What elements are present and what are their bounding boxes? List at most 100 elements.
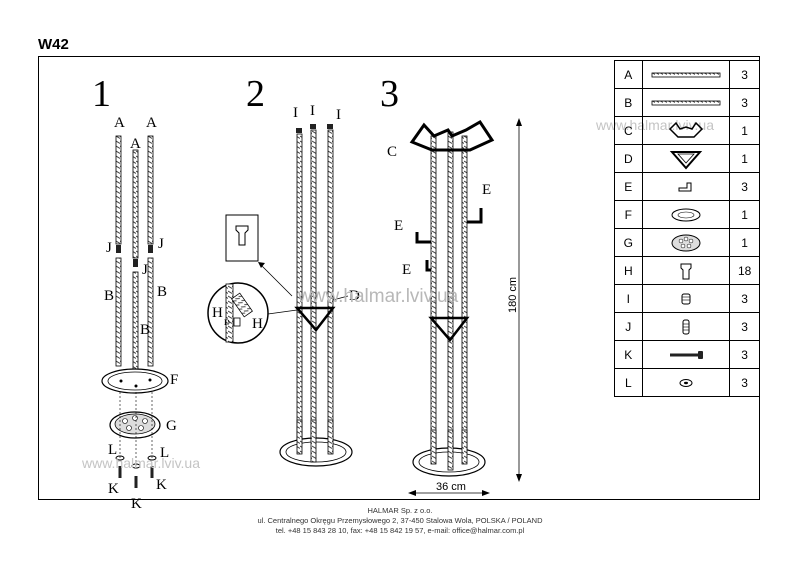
side-hook-icon <box>641 172 731 201</box>
part-quantity: 3 <box>729 88 760 117</box>
label-j: J <box>142 262 148 278</box>
model-number: W42 <box>38 36 69 53</box>
end-cap-i <box>296 128 302 133</box>
end-cap-i <box>310 124 316 129</box>
label-e: E <box>402 262 411 278</box>
step-3-number: 3 <box>380 73 399 115</box>
footer-contact: tel. +48 15 843 28 10, fax: +48 15 842 1… <box>275 526 525 535</box>
part-quantity: 3 <box>729 284 760 313</box>
label-d: D <box>349 288 360 304</box>
label-b: B <box>104 288 114 304</box>
tube-b-middle <box>132 271 139 381</box>
label-e: E <box>482 182 491 198</box>
footer: HALMAR Sp. z o.o. ul. Centralnego Okręgu… <box>0 506 800 536</box>
end-cap-icon <box>641 284 731 313</box>
label-c: C <box>387 144 397 160</box>
drawing-frame <box>38 56 760 500</box>
step-1-number: 1 <box>92 73 111 115</box>
label-k: K <box>156 477 167 493</box>
side-hook-e <box>425 260 431 272</box>
width-dimension: 36 cm <box>436 481 466 493</box>
bolt-k-left <box>118 466 122 478</box>
part-letter: F <box>614 200 643 229</box>
pole-right <box>461 135 468 467</box>
end-cap-i <box>327 124 333 129</box>
part-letter: A <box>614 60 643 89</box>
part-quantity: 1 <box>729 144 760 173</box>
label-j: J <box>158 236 164 252</box>
label-b: B <box>157 284 167 300</box>
part-quantity: 3 <box>729 368 760 397</box>
tube-b-left <box>115 257 122 367</box>
clip-icon <box>641 256 731 285</box>
label-b: B <box>140 322 150 338</box>
label-a: A <box>130 136 141 152</box>
part-quantity: 3 <box>729 172 760 201</box>
triangle-bracket-icon <box>641 144 731 173</box>
long-tube-icon <box>641 88 731 117</box>
base-plate-f <box>101 368 169 394</box>
part-letter: D <box>614 144 643 173</box>
label-k: K <box>131 496 142 512</box>
round-weight-icon <box>641 228 731 257</box>
label-h: H <box>252 316 263 332</box>
side-hook-e <box>415 232 431 244</box>
label-i: I <box>336 107 341 123</box>
part-letter: K <box>614 340 643 369</box>
tube-a-left <box>115 135 122 245</box>
bolt-icon <box>641 340 731 369</box>
label-d-small: D <box>224 318 230 327</box>
connector-j-left <box>116 245 121 253</box>
tube-a-middle <box>132 149 139 259</box>
side-hook-e <box>467 208 483 224</box>
part-letter: C <box>614 116 643 145</box>
watermark: www.halmar.lviv.ua <box>297 286 459 307</box>
part-quantity: 3 <box>729 340 760 369</box>
part-quantity: 3 <box>729 60 760 89</box>
part-quantity: 3 <box>729 312 760 341</box>
connector-icon <box>641 312 731 341</box>
label-i: I <box>293 105 298 121</box>
washer-icon <box>641 368 731 397</box>
connector-j-right <box>148 245 153 253</box>
label-j: J <box>106 240 112 256</box>
footer-address: ul. Centralnego Okręgu Przemysłowego 2, … <box>257 516 543 525</box>
step-1-exploded-view: A A A J J J B B B F G L L K K K <box>101 115 178 512</box>
label-l: L <box>160 445 169 461</box>
label-h: H <box>212 305 223 321</box>
detail-zoom-circle <box>207 282 269 344</box>
part-quantity: 1 <box>729 228 760 257</box>
base-plate-icon <box>641 200 731 229</box>
tube-a-right <box>147 135 154 245</box>
label-k: K <box>108 481 119 497</box>
part-letter: G <box>614 228 643 257</box>
label-l: L <box>108 442 117 458</box>
label-i: I <box>310 103 315 119</box>
label-g: G <box>166 418 177 434</box>
part-letter: B <box>614 88 643 117</box>
top-hook-crown-c <box>409 120 495 152</box>
bolt-k-middle <box>134 476 138 488</box>
triangle-bracket-d <box>294 306 336 332</box>
watermark: www.halmar.lviv.ua <box>81 455 200 471</box>
long-tube-icon <box>641 60 731 89</box>
step-2-number: 2 <box>246 73 265 115</box>
top-hook-crown-icon <box>641 116 731 145</box>
clip-icon <box>235 225 249 246</box>
part-letter: L <box>614 368 643 397</box>
label-a: A <box>114 115 125 131</box>
triangle-bracket-d <box>428 316 470 342</box>
label-a: A <box>146 115 157 131</box>
